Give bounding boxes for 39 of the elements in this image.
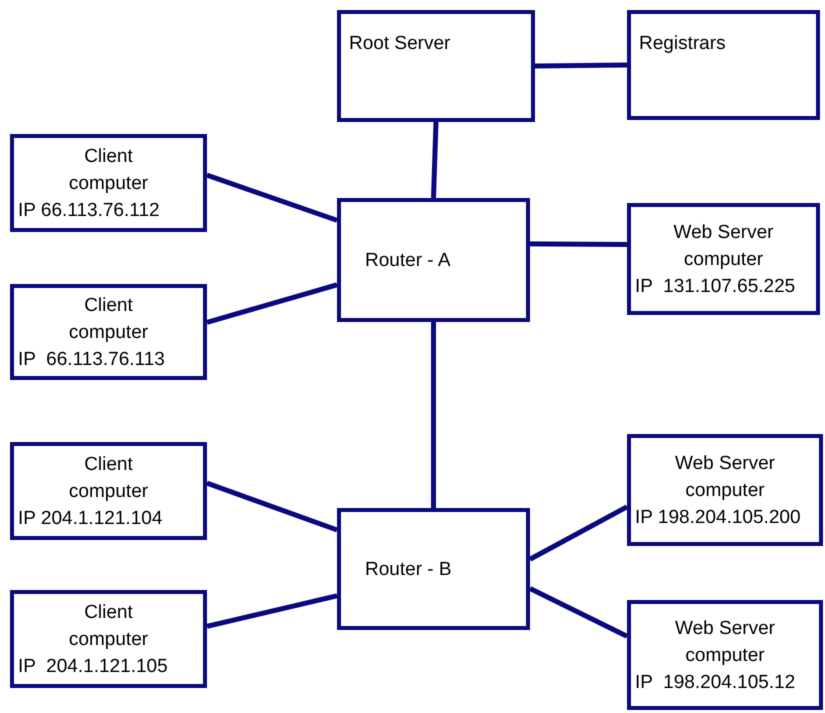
computer-box <box>337 10 535 122</box>
node-label: Client computer <box>68 294 150 344</box>
connector-line <box>206 172 338 223</box>
computer-box <box>627 600 823 710</box>
connector-line <box>206 282 338 325</box>
ip-address: IP 66.113.76.112 <box>18 198 161 222</box>
connector-line <box>534 62 628 68</box>
ip-address: IP 198.204.105.12 <box>635 670 796 694</box>
computer-box <box>10 590 207 688</box>
connector-line <box>528 504 628 562</box>
router-box <box>337 508 530 630</box>
connector-line <box>206 593 338 629</box>
node-label: Router - B <box>365 558 452 582</box>
node-label: Client computer <box>68 144 150 196</box>
connector-line <box>431 122 438 198</box>
node-label: Client computer <box>68 452 150 504</box>
computer-box <box>10 442 207 540</box>
node-label: Web Server computer <box>674 616 776 668</box>
computer-box <box>627 434 823 546</box>
node-label: Root Server <box>349 32 450 56</box>
node-label: Web Server computer <box>674 452 776 502</box>
connector-line <box>530 241 628 247</box>
node-label: Router - A <box>365 248 451 272</box>
computer-box <box>627 10 820 120</box>
connector-line <box>431 322 436 508</box>
router-box <box>337 198 530 322</box>
node-label: Registrars <box>639 32 726 56</box>
node-label: Web Server computer <box>672 220 774 272</box>
ip-address: IP 198.204.105.200 <box>635 506 802 530</box>
ip-address: IP 204.1.121.105 <box>18 654 169 678</box>
ip-address: IP 66.113.76.113 <box>18 348 166 372</box>
ip-address: IP 131.107.65.225 <box>635 274 796 298</box>
computer-box <box>627 203 820 315</box>
node-label: Client computer <box>68 600 150 652</box>
computer-box <box>10 284 207 380</box>
connector-line <box>206 480 338 532</box>
connector-line <box>528 586 628 639</box>
ip-address: IP 204.1.121.104 <box>18 506 164 530</box>
computer-box <box>10 134 207 232</box>
